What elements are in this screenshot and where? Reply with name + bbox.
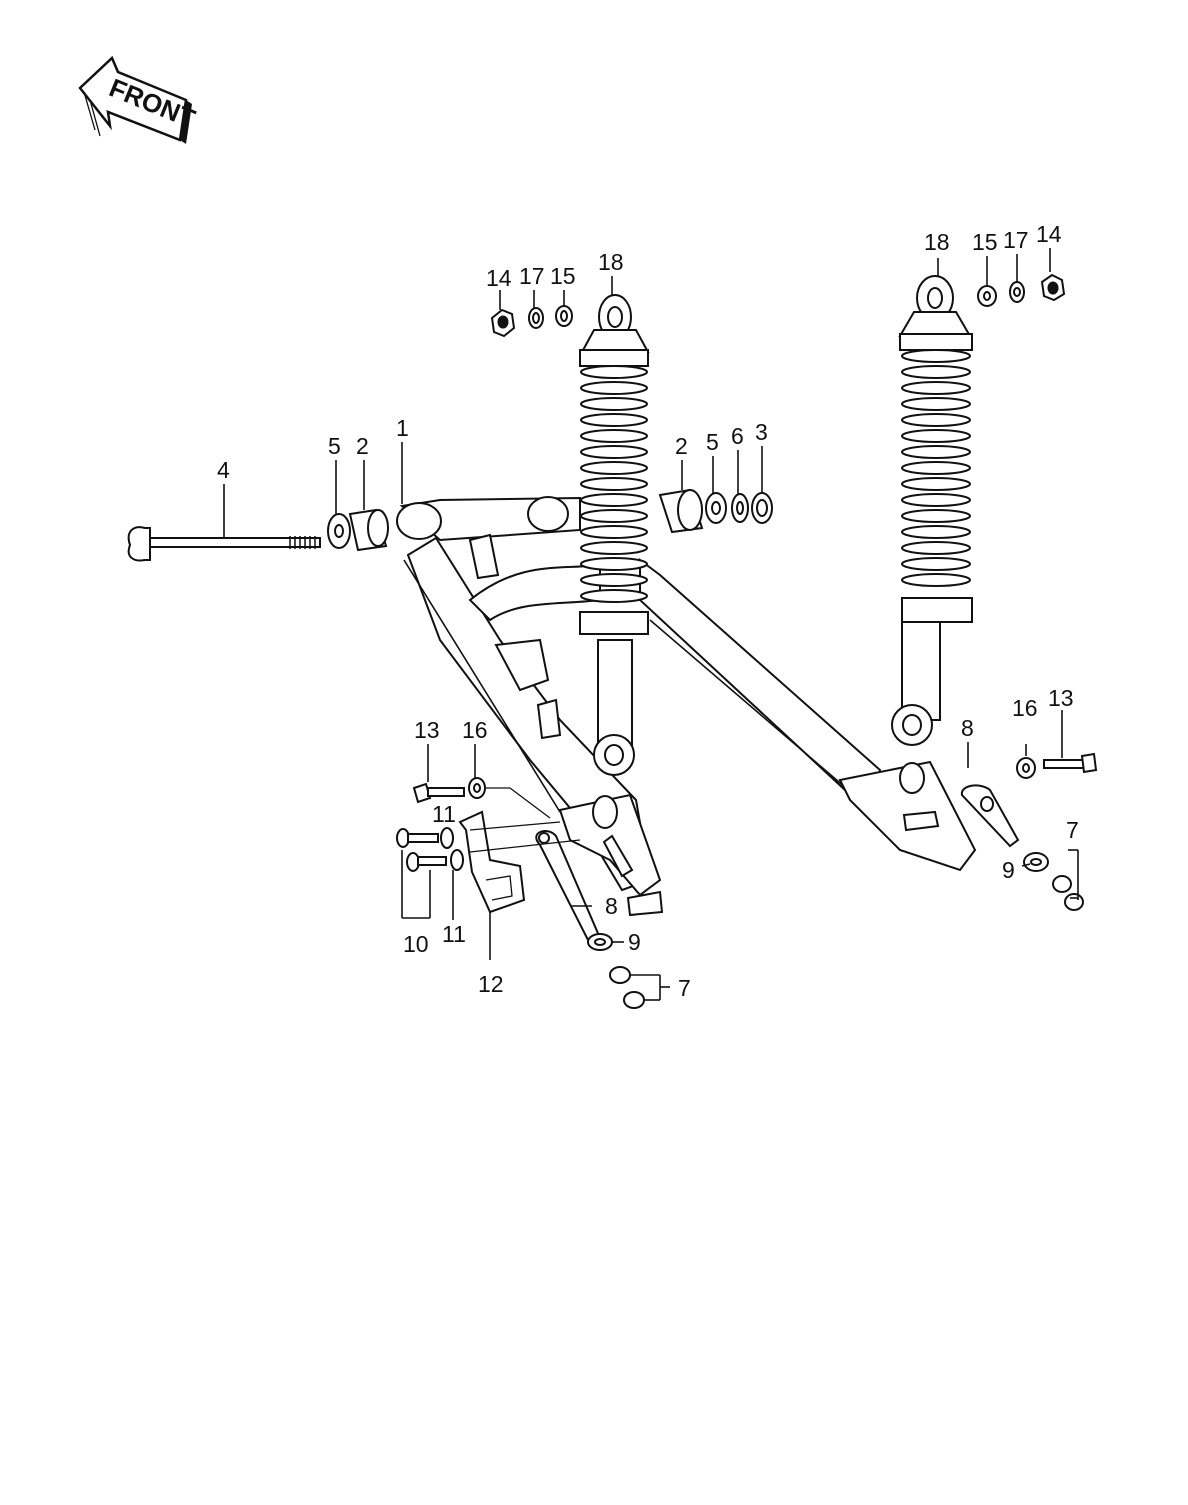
spring-coil xyxy=(580,525,648,539)
spring-coil xyxy=(901,477,971,491)
spring-coil xyxy=(580,365,648,379)
spring-coil xyxy=(580,509,648,523)
callout-8: 8 xyxy=(605,893,618,919)
front-arrow-icon: FRONT xyxy=(78,55,199,144)
washer-11-upper xyxy=(440,827,454,849)
callout-4: 4 xyxy=(217,457,230,483)
spring-coil xyxy=(901,541,971,555)
rear-shock-absorber-right xyxy=(891,275,973,746)
callout-13: 13 xyxy=(414,717,440,743)
callout-15: 15 xyxy=(972,229,998,255)
callout-16: 16 xyxy=(1012,695,1038,721)
bolt-13-left xyxy=(412,782,465,804)
nut-7-left-a xyxy=(609,966,631,984)
callout-11: 11 xyxy=(442,921,466,947)
spring-coil xyxy=(901,493,971,507)
callout-11: 11 xyxy=(432,801,456,827)
callout-6: 6 xyxy=(731,423,744,449)
washer-11-lower xyxy=(450,849,464,871)
callout-13: 13 xyxy=(1048,685,1074,711)
chain-adjuster-8-right xyxy=(960,784,1020,848)
callout-8: 8 xyxy=(961,715,974,741)
callout-9: 9 xyxy=(628,929,641,955)
nut-7-left-b xyxy=(623,991,645,1009)
callout-16: 16 xyxy=(462,717,488,743)
callout-9: 9 xyxy=(1002,857,1015,883)
spring-coil xyxy=(580,589,648,603)
spring-coil xyxy=(580,413,648,427)
spring-coil xyxy=(580,541,648,555)
spring-coil xyxy=(580,429,648,443)
spring-coil xyxy=(580,477,648,491)
nut-7-right-b xyxy=(1064,893,1084,911)
pivot-bolt xyxy=(127,526,321,562)
spring-coil xyxy=(580,557,648,571)
callout-7: 7 xyxy=(678,975,691,1001)
spring-coil xyxy=(901,461,971,475)
callout-17: 17 xyxy=(519,263,545,289)
spring-coil xyxy=(580,493,648,507)
leader-lines xyxy=(223,248,1079,1001)
nut-7-right-a xyxy=(1052,875,1072,893)
spring-coil xyxy=(901,349,971,363)
spring-coil xyxy=(901,509,971,523)
spring-coil xyxy=(901,381,971,395)
callout-18: 18 xyxy=(924,229,950,255)
spring-coil xyxy=(901,445,971,459)
spring-coil xyxy=(901,397,971,411)
bolts-10 xyxy=(396,828,447,872)
callout-10: 10 xyxy=(403,931,429,957)
callout-5: 5 xyxy=(328,433,341,459)
callout-2: 2 xyxy=(675,433,688,459)
callout-labels: 14 17 15 18 18 15 17 14 4 5 2 1 2 5 6 3 … xyxy=(217,221,1079,1001)
spring-coil xyxy=(580,381,648,395)
callout-14: 14 xyxy=(486,265,512,291)
spring-coil xyxy=(901,365,971,379)
spring-coil xyxy=(580,397,648,411)
spring-coil xyxy=(901,573,971,587)
callout-15: 15 xyxy=(550,263,576,289)
spring-coil xyxy=(901,429,971,443)
callout-12: 12 xyxy=(478,971,504,997)
callout-5: 5 xyxy=(706,429,719,455)
callout-14: 14 xyxy=(1036,221,1062,247)
callout-2: 2 xyxy=(356,433,369,459)
callout-3: 3 xyxy=(755,419,768,445)
bracket-12 xyxy=(458,810,526,914)
callout-17: 17 xyxy=(1003,227,1029,253)
spring-coil xyxy=(901,557,971,571)
callout-18: 18 xyxy=(598,249,624,275)
spring-coil xyxy=(580,573,648,587)
callout-7: 7 xyxy=(1066,817,1079,843)
bolt-13-right xyxy=(1043,752,1098,774)
chain-adjuster-8-left xyxy=(535,830,602,946)
spring-coil xyxy=(901,413,971,427)
spring-coil xyxy=(580,461,648,475)
callout-1: 1 xyxy=(396,415,409,441)
spring-coil xyxy=(580,445,648,459)
spring-coil xyxy=(901,525,971,539)
rear-shock-absorber-left xyxy=(579,294,650,776)
